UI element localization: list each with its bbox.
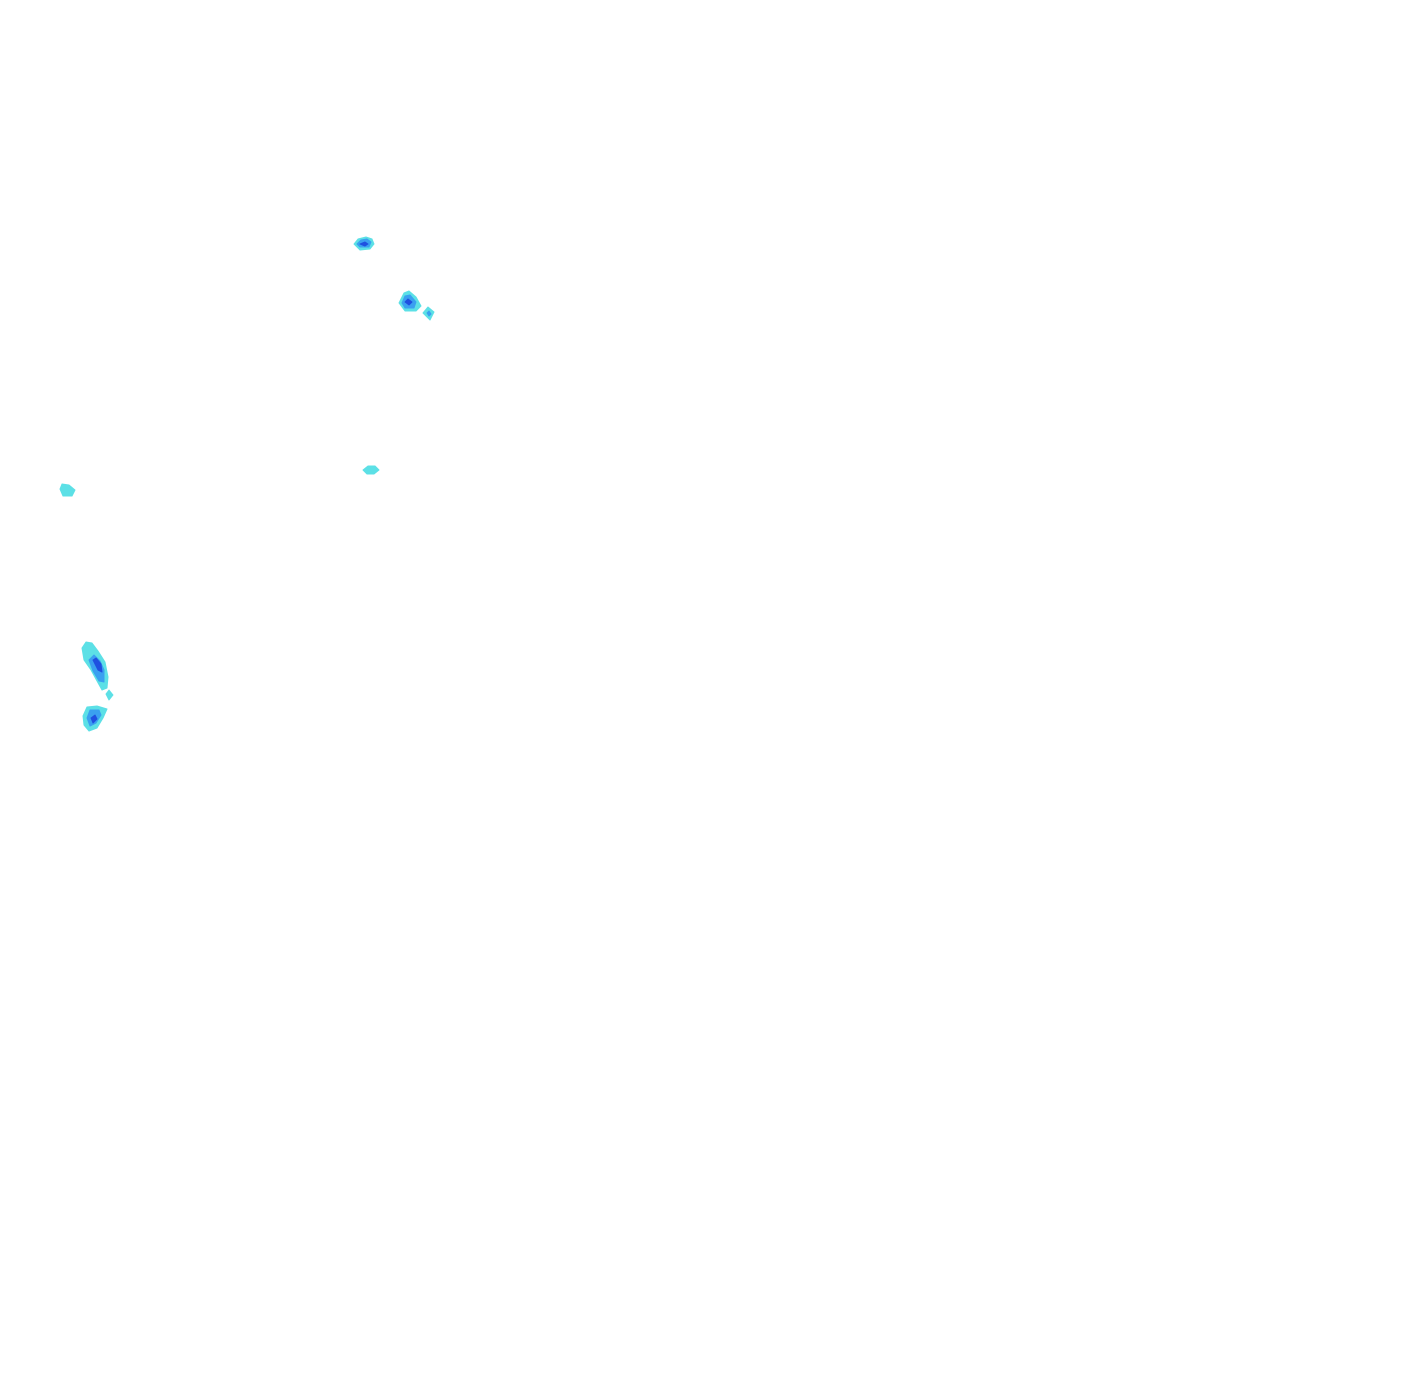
precip-contour-light <box>362 465 380 475</box>
precip-contour-moderate <box>426 310 432 317</box>
precip-cell-6 <box>81 641 109 691</box>
precip-cell-4 <box>362 465 380 475</box>
precip-cell-8 <box>82 705 108 732</box>
precip-cell-2 <box>398 290 422 312</box>
precip-contour-heavy <box>92 657 103 673</box>
precip-cell-7 <box>105 689 114 701</box>
precip-contour-heavy <box>359 241 369 247</box>
precip-cell-5 <box>59 483 76 497</box>
precip-contour-light <box>105 689 114 701</box>
precip-cell-1 <box>353 236 375 251</box>
precip-contour-light <box>59 483 76 497</box>
precip-contour-heavy <box>404 298 413 306</box>
precip-contour-heavy <box>90 714 98 724</box>
precip-cell-3 <box>422 306 435 321</box>
precip-contour-moderate <box>88 654 105 683</box>
